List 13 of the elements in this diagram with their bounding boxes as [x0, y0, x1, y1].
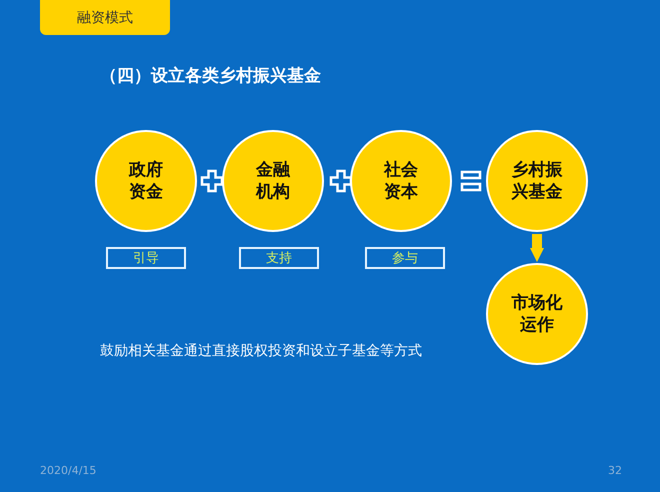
process-circle: 金融机构: [222, 130, 324, 232]
header-tab: 融资模式: [40, 0, 170, 35]
note-text: 鼓励相关基金通过直接股权投资和设立子基金等方式: [100, 342, 422, 360]
role-box: 支持: [239, 247, 319, 269]
process-circle: 社会资本: [350, 130, 452, 232]
process-circle: 政府资金: [95, 130, 197, 232]
page-number: 32: [608, 464, 622, 477]
result-circle: 乡村振兴基金: [486, 130, 588, 232]
role-box: 引导: [106, 247, 186, 269]
date-text: 2020/4/15: [40, 464, 96, 477]
role-box: 参与: [365, 247, 445, 269]
result-circle: 市场化运作: [486, 263, 588, 365]
slide-title: （四）设立各类乡村振兴基金: [100, 65, 321, 87]
